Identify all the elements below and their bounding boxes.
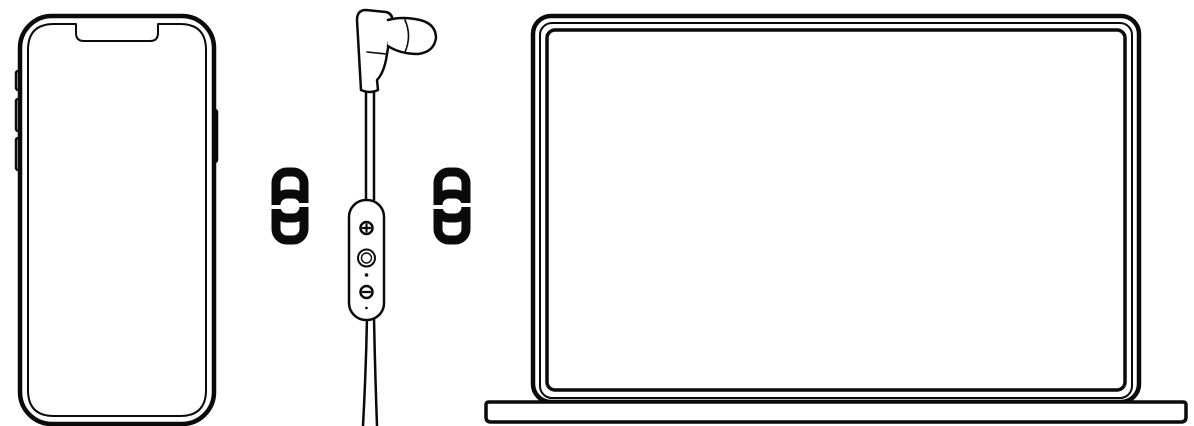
phone-body: [20, 16, 214, 424]
earphone-stem: [357, 10, 392, 92]
earphone-cable-lower-right: [374, 318, 377, 426]
earphone-with-remote-icon: [349, 10, 436, 426]
smartphone-icon: [16, 16, 217, 424]
microphone-icon: [365, 273, 369, 277]
remote-indicator-dot: [365, 307, 368, 310]
earphone-cable-lower: [363, 318, 367, 426]
earphone-remote: [349, 200, 384, 320]
earphone-ear-tip: [388, 18, 436, 54]
laptop-lid: [533, 16, 1139, 402]
laptop-base: [486, 402, 1186, 422]
chain-link-icon: [272, 172, 308, 240]
chain-link-icon: [434, 172, 470, 240]
laptop-icon: [486, 16, 1186, 422]
